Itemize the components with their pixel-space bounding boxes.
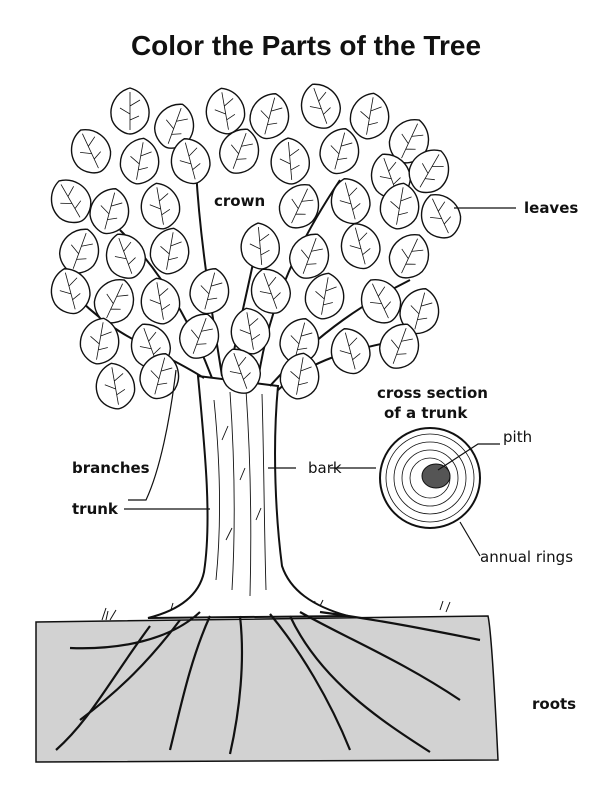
leaf-icon: [178, 313, 220, 359]
leaf-icon: [170, 138, 211, 185]
label-cross-section-line2: of a trunk: [384, 404, 468, 422]
leaf-icon: [278, 184, 320, 229]
leaf-icon: [89, 188, 130, 235]
leaf-icon: [304, 272, 345, 320]
leaf-icon: [270, 137, 310, 185]
leaf-icon: [95, 362, 136, 410]
leaf-icon: [330, 328, 371, 375]
leaf-icon: [300, 83, 342, 129]
label-trunk: trunk: [72, 500, 118, 518]
leaf-icon: [388, 234, 430, 279]
leaf-icon: [230, 307, 271, 355]
leaf-icon: [50, 179, 92, 224]
label-cross-section-line1: cross section: [377, 384, 488, 402]
leaf-icon: [379, 182, 420, 230]
label-branches: branches: [72, 459, 150, 477]
leaf-icon: [360, 279, 402, 324]
leaf-icon: [250, 268, 292, 314]
tree-trunk: [147, 374, 349, 619]
leaf-icon: [319, 128, 360, 175]
leaf-icon: [220, 348, 262, 394]
label-bark: bark: [308, 459, 342, 477]
root-system: [55, 610, 481, 755]
label-leaves: leaves: [524, 199, 579, 217]
leaf-icon: [50, 268, 91, 315]
leader-lines: [124, 207, 516, 557]
leaf-icon: [79, 317, 120, 365]
soil-band: [35, 615, 499, 763]
label-roots: roots: [532, 695, 577, 713]
leaf-icon: [189, 268, 230, 315]
label-pith: pith: [503, 428, 533, 446]
leaf-icon: [153, 103, 195, 149]
leaf-icon: [240, 222, 280, 270]
leaf-icon: [105, 233, 147, 279]
page-title: Color the Parts of the Tree: [130, 30, 482, 61]
leaf-icon: [420, 194, 462, 239]
leaf-icon: [378, 323, 420, 369]
leaf-icon: [140, 182, 181, 230]
leaf-icon: [340, 223, 381, 270]
leaf-icon: [288, 233, 330, 279]
leaf-icon: [279, 352, 320, 400]
leaf-icon: [119, 137, 160, 185]
leaf-icon: [140, 277, 181, 325]
bark-texture: [213, 389, 267, 597]
leaf-icon: [110, 87, 150, 135]
leaf-icon: [330, 178, 371, 225]
leaf-icon: [249, 93, 290, 140]
leaf-icon: [205, 87, 246, 135]
trunk-cross-section-icon: [379, 427, 481, 529]
tree-leaves: [50, 83, 462, 410]
leaf-icon: [218, 128, 260, 174]
leaf-icon: [349, 92, 390, 140]
leaf-icon: [139, 353, 180, 400]
label-annual-rings: annual rings: [480, 548, 574, 566]
leaf-icon: [408, 149, 450, 194]
leaf-icon: [149, 227, 190, 275]
leaf-icon: [70, 129, 112, 174]
pith-core: [421, 463, 451, 489]
label-crown: crown: [208, 190, 272, 212]
